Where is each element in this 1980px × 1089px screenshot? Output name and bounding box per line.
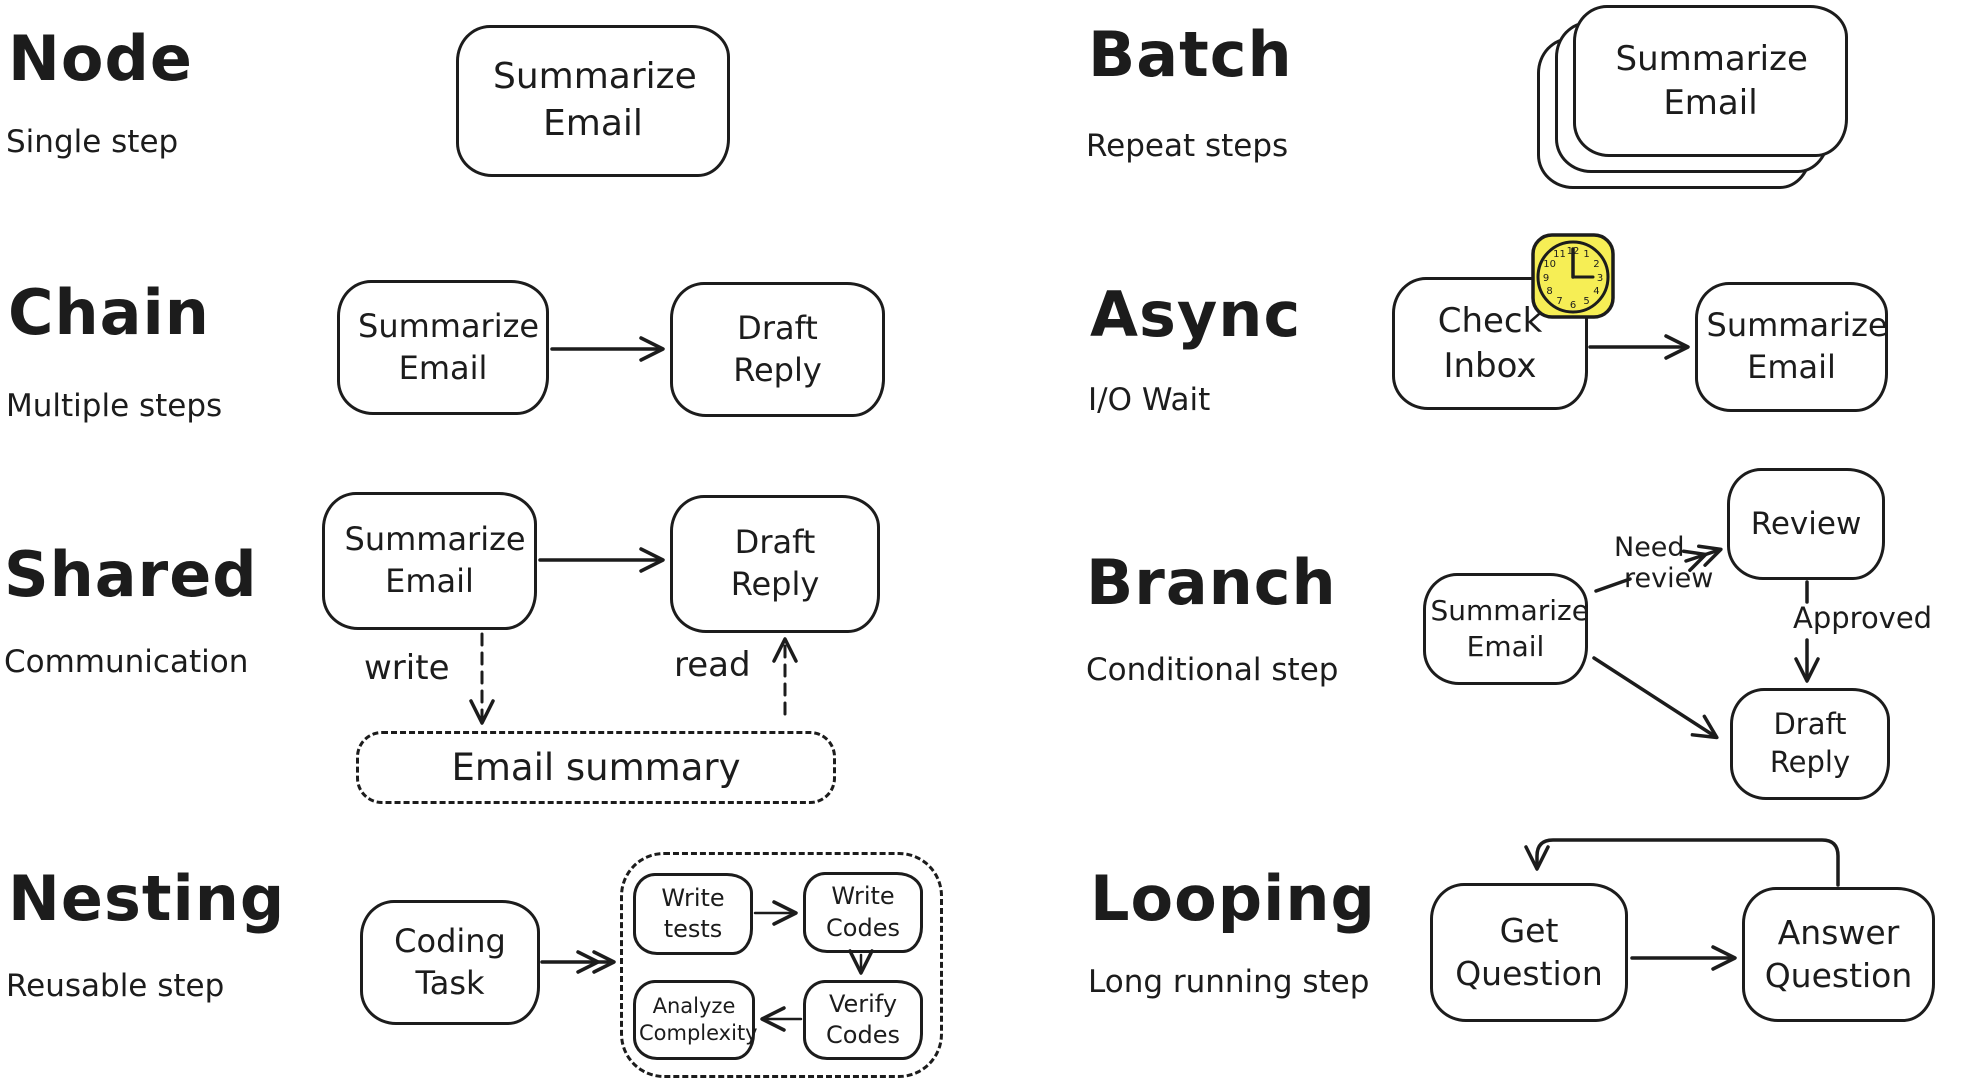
nesting-box-verify-codes: Verify Codes: [803, 980, 923, 1060]
chain-box-summarize-email: Summarize Email: [337, 280, 549, 415]
branch-box-label: Draft Reply: [1769, 707, 1851, 779]
need-review-edge-label: Need review: [1614, 532, 1713, 594]
shared-box-summarize-email: Summarize Email: [322, 492, 537, 630]
node-box-label: Summarize Email: [493, 56, 697, 144]
nesting-box-write-codes: Write Codes: [803, 872, 923, 953]
node-title: Node: [8, 22, 193, 95]
async-box-summarize-email: Summarize Email: [1695, 282, 1888, 412]
clock-number: 6: [1570, 300, 1576, 311]
nesting-title: Nesting: [8, 862, 286, 935]
nesting-box-analyze-complexity: Analyze Complexity: [633, 980, 758, 1060]
looping-box-label: Answer Question: [1764, 912, 1913, 995]
shared-box-label: Summarize Email: [344, 520, 526, 600]
batch-subtitle: Repeat steps: [1086, 128, 1289, 164]
shared-subtitle: Communication: [4, 644, 249, 680]
looping-box-get-question: Get Question: [1430, 883, 1628, 1022]
shared-box-draft-reply: Draft Reply: [670, 495, 880, 633]
branch-direct-arrow: [1592, 656, 1719, 740]
looping-subtitle: Long running step: [1088, 964, 1370, 1000]
clock-number: 7: [1556, 296, 1562, 307]
batch-box-summarize-email: Summarize Email: [1573, 5, 1848, 157]
branch-box-label: Review: [1750, 505, 1862, 542]
clock-number: 9: [1543, 273, 1549, 284]
async-subtitle: I/O Wait: [1088, 382, 1211, 418]
clock-number: 10: [1543, 259, 1556, 270]
nesting-box-coding-task: Coding Task: [360, 900, 540, 1025]
clock-number: 8: [1546, 286, 1552, 297]
batch-box-label: Summarize Email: [1615, 38, 1808, 123]
chain-box-draft-reply: Draft Reply: [670, 282, 885, 417]
chain-title: Chain: [8, 276, 210, 349]
clock-number: 3: [1597, 273, 1603, 284]
shared-title: Shared: [4, 538, 258, 611]
clock-number: 11: [1553, 249, 1566, 260]
nesting-subtitle: Reusable step: [6, 968, 225, 1004]
need-review-line1: Need: [1614, 532, 1685, 563]
need-review-line2: review: [1624, 563, 1714, 595]
looping-back-arrow: [1524, 838, 1840, 887]
shared-box-label: Draft Reply: [730, 523, 820, 603]
async-box-label: Check Inbox: [1437, 301, 1543, 386]
write-edge-label: write: [364, 648, 450, 688]
looping-title: Looping: [1090, 862, 1376, 935]
node-box-summarize-email: Summarize Email: [456, 25, 730, 177]
chain-box-label: Draft Reply: [733, 308, 822, 389]
approved-edge-label: Approved: [1793, 601, 1933, 635]
shared-store-email-summary: Email summary: [356, 731, 836, 804]
async-box-check-inbox: Check Inbox: [1392, 277, 1588, 410]
chain-subtitle: Multiple steps: [6, 388, 223, 424]
branch-subtitle: Conditional step: [1086, 652, 1339, 688]
nesting-box-label: Verify Codes: [826, 989, 900, 1049]
branch-box-draft-reply: Draft Reply: [1730, 688, 1890, 800]
clock-number: 5: [1583, 296, 1589, 307]
nesting-box-label: Coding Task: [394, 921, 506, 1002]
read-edge-label: read: [674, 645, 751, 685]
async-box-label: Summarize Email: [1706, 306, 1888, 386]
node-subtitle: Single step: [6, 124, 179, 160]
shared-store-label: Email summary: [451, 746, 741, 789]
clock-number: 2: [1593, 259, 1599, 270]
clock-number: 1: [1583, 249, 1589, 260]
nesting-box-write-tests: Write tests: [633, 873, 753, 955]
batch-title: Batch: [1088, 18, 1293, 91]
clock-number: 12: [1567, 246, 1580, 257]
branch-title: Branch: [1086, 546, 1337, 619]
nesting-box-label: Analyze Complexity: [639, 993, 758, 1045]
nesting-box-label: Write tests: [661, 883, 725, 943]
clock-number: 4: [1593, 286, 1599, 297]
async-title: Async: [1090, 278, 1302, 351]
chain-box-label: Summarize Email: [358, 306, 540, 387]
branch-box-summarize-email: Summarize Email: [1423, 573, 1589, 685]
nesting-box-label: Write Codes: [826, 882, 900, 942]
looping-box-label: Get Question: [1455, 910, 1603, 993]
clock-icon: 12 1 2 3 4 5 6 7 8 9 10 11: [1530, 232, 1616, 320]
branch-box-review: Review: [1727, 468, 1885, 580]
branch-box-label: Summarize Email: [1430, 593, 1589, 663]
looping-box-answer-question: Answer Question: [1742, 887, 1935, 1022]
